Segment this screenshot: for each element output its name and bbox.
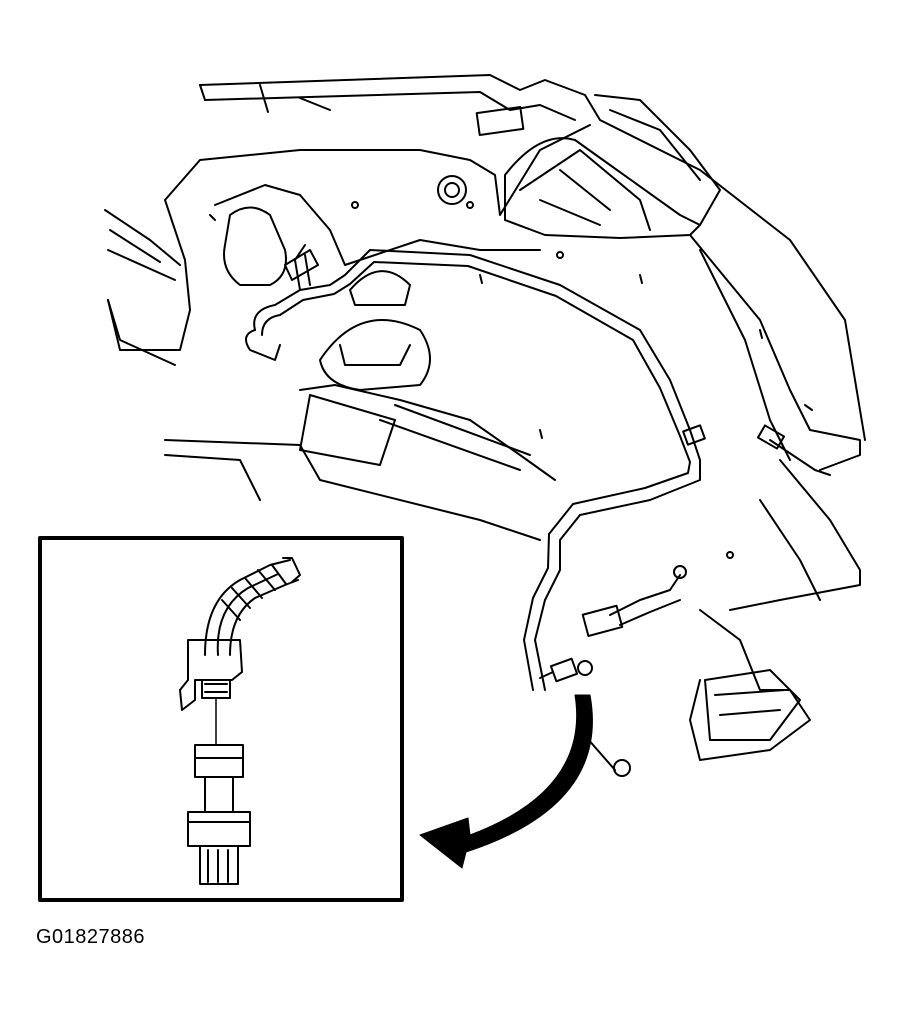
right-structure-2 xyxy=(699,249,791,461)
right-bracket-inner xyxy=(519,149,651,231)
ac-line-clamp xyxy=(284,249,319,281)
inner-fender xyxy=(299,384,556,481)
bolt-hole-2 xyxy=(351,201,359,209)
curved-arrow-body xyxy=(419,694,593,869)
ac-line-outer xyxy=(253,249,701,691)
line-fitting-2 xyxy=(756,424,786,450)
left-fender xyxy=(104,209,181,281)
curved-arrow-icon xyxy=(419,694,593,869)
radiator-support xyxy=(594,94,721,226)
right-lower xyxy=(689,609,811,761)
firewall-panel xyxy=(214,184,541,266)
wire-ends xyxy=(282,557,301,583)
harness-plug xyxy=(673,565,687,579)
right-lower-box xyxy=(704,669,801,741)
lower-apron-2 xyxy=(164,454,261,501)
switch-threads xyxy=(199,845,239,885)
grommet xyxy=(437,175,467,205)
right-lower-lines xyxy=(714,689,786,716)
inset-frame xyxy=(38,536,404,902)
harness-connector xyxy=(581,604,624,638)
line-fitting-1 xyxy=(682,424,706,446)
firewall-recess xyxy=(223,206,287,286)
line-hose-right xyxy=(769,439,831,476)
strut-tower-inner xyxy=(339,344,411,366)
switch-neck xyxy=(204,776,234,813)
switch-thread-lines xyxy=(207,849,229,883)
cowl-top-inner xyxy=(204,91,576,121)
connector-body xyxy=(179,639,243,711)
wire-bundle-rings xyxy=(221,564,287,621)
bolt-hole-1 xyxy=(466,201,474,209)
connector-ribs xyxy=(204,683,228,693)
wire-bundle-mid xyxy=(216,573,279,656)
left-fender-edge xyxy=(107,299,176,366)
ac-line-inner xyxy=(261,261,691,691)
inset-border xyxy=(38,536,404,902)
switch-hex xyxy=(187,811,251,847)
right-bracket-brace xyxy=(539,169,611,226)
strut-tower xyxy=(319,319,431,391)
right-structure xyxy=(689,234,861,471)
firewall xyxy=(164,124,591,216)
grommet-inner xyxy=(444,182,460,198)
lower-apron xyxy=(164,439,541,541)
apron-face xyxy=(299,394,396,466)
detail-marks xyxy=(209,214,813,439)
engine-compartment xyxy=(104,74,866,777)
right-bracket xyxy=(504,137,701,239)
wire-bundle-inner xyxy=(229,579,299,656)
cowl-lip xyxy=(199,84,331,113)
figure-code: G01827886 xyxy=(36,926,146,948)
harness xyxy=(609,574,681,626)
right-rail-2 xyxy=(759,499,821,601)
right-rail xyxy=(729,459,861,611)
line-switch-body xyxy=(549,657,579,683)
firewall-lower xyxy=(107,199,191,351)
cowl-top xyxy=(199,74,866,441)
bolt-hole-3 xyxy=(556,251,564,259)
bolt-hole-4 xyxy=(726,551,734,559)
bolt-head xyxy=(613,759,631,777)
strut-tower-cap xyxy=(349,270,411,306)
line-switch-stem xyxy=(539,671,554,679)
pressure-switch-icon xyxy=(179,557,301,885)
radiator-support-2 xyxy=(609,109,701,181)
apron-ribs xyxy=(379,404,531,471)
wire-bundle-outer xyxy=(204,559,291,656)
ac-line-bend xyxy=(245,329,281,361)
switch-top xyxy=(194,744,244,778)
connector-neck xyxy=(201,679,231,699)
cowl-vent xyxy=(475,106,525,136)
line-switch-cap xyxy=(577,660,593,676)
